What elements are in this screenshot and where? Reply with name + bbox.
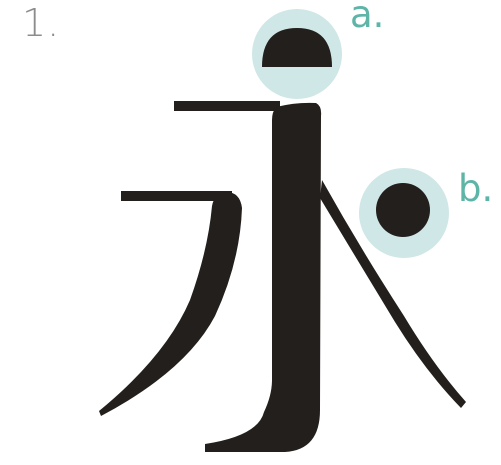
callout-b-label: b. xyxy=(458,170,493,207)
callout-a-label: a. xyxy=(350,0,384,33)
top-horizontal-stroke xyxy=(174,101,280,111)
left-sweep-stroke xyxy=(99,192,242,416)
callout-b-round-dot xyxy=(376,183,430,237)
